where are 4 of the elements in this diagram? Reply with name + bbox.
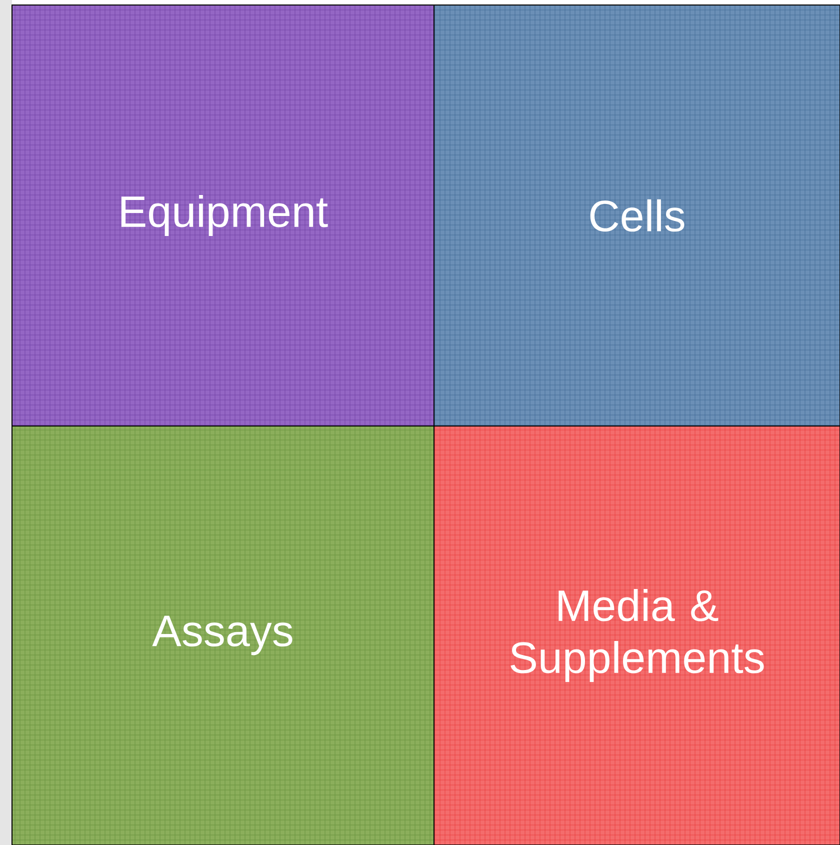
category-tile: Equipment	[12, 4, 434, 426]
category-tile: Media & Supplements	[434, 426, 840, 845]
category-tile: Cells	[434, 4, 840, 426]
category-tile: Assays	[12, 426, 434, 845]
